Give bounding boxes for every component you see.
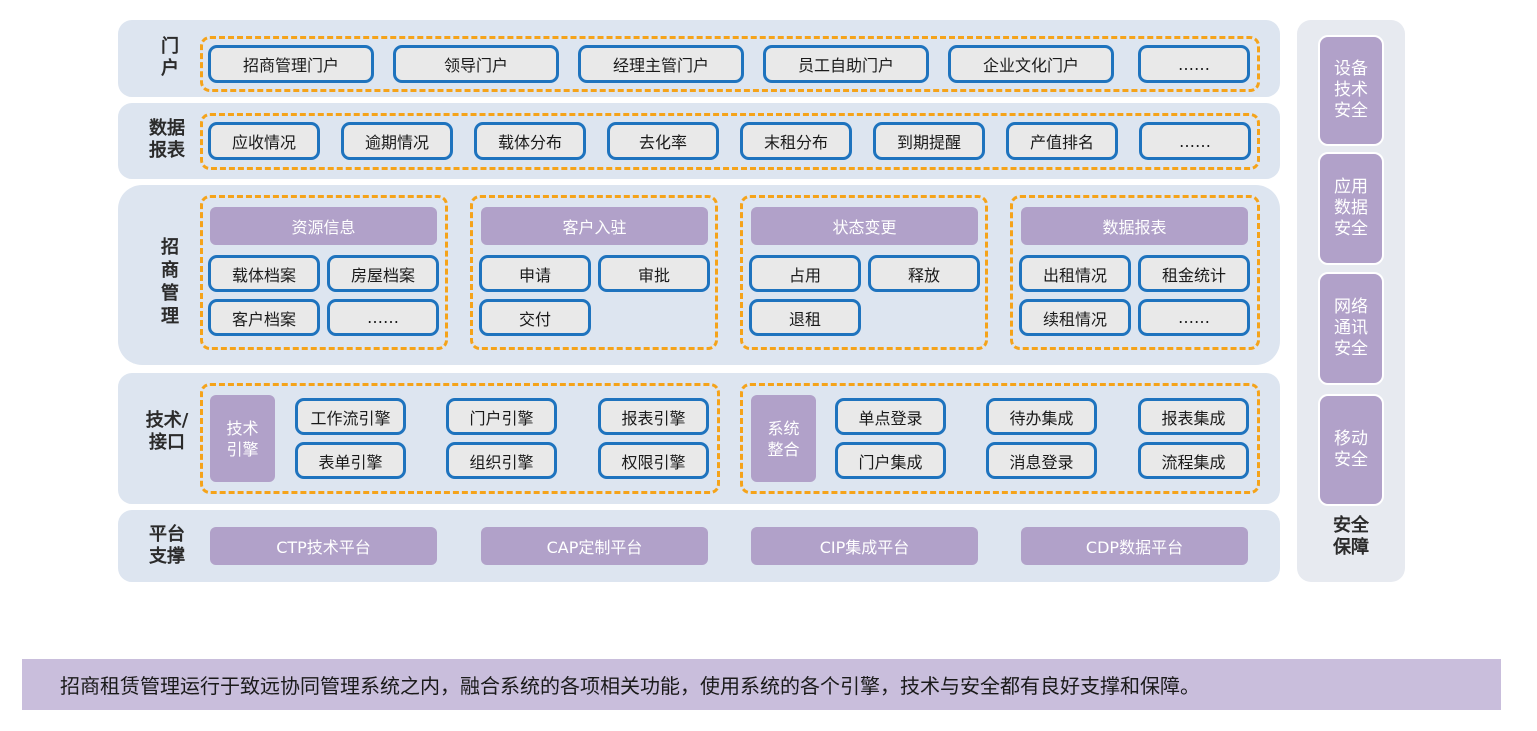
invest-group-resource (200, 195, 448, 350)
tech-item[interactable]: 表单引擎 (295, 442, 406, 479)
invest-item[interactable]: 释放 (868, 255, 980, 292)
report-dashed-group (200, 113, 1260, 170)
tech-item[interactable]: 消息登录 (986, 442, 1097, 479)
invest-group-report (1010, 195, 1260, 350)
platform-item[interactable]: CDP数据平台 (1021, 527, 1248, 565)
invest-group-title: 客户入驻 (481, 207, 708, 245)
security-item[interactable]: 网络 通讯 安全 (1318, 272, 1384, 385)
invest-item[interactable]: 租金统计 (1138, 255, 1250, 292)
security-item[interactable]: 应用 数据 安全 (1318, 152, 1384, 265)
invest-item[interactable]: 申请 (479, 255, 591, 292)
tech-item[interactable]: 门户引擎 (446, 398, 557, 435)
tech-item[interactable]: 流程集成 (1138, 442, 1249, 479)
caption-bar: 招商租赁管理运行于致远协同管理系统之内，融合系统的各项相关功能，使用系统的各个引… (22, 659, 1501, 710)
tech-item[interactable]: 单点登录 (835, 398, 946, 435)
report-item[interactable]: 应收情况 (208, 122, 320, 160)
security-label: 安全 保障 (1333, 515, 1369, 558)
invest-item[interactable]: 审批 (598, 255, 710, 292)
report-item[interactable]: 末租分布 (740, 122, 852, 160)
invest-group-checkin (470, 195, 718, 350)
tech-item[interactable]: 权限引擎 (598, 442, 709, 479)
tech-item[interactable]: 门户集成 (835, 442, 946, 479)
portal-row-label: 门 户 (161, 36, 179, 79)
invest-item[interactable]: 房屋档案 (327, 255, 439, 292)
platform-row-label: 平台 支撑 (149, 524, 185, 567)
report-item[interactable]: 到期提醒 (873, 122, 985, 160)
platform-item[interactable]: CTP技术平台 (210, 527, 437, 565)
invest-row-label: 招 商 管 理 (161, 237, 179, 327)
invest-group-status (740, 195, 988, 350)
invest-group-title: 数据报表 (1021, 207, 1248, 245)
report-item[interactable]: 逾期情况 (341, 122, 453, 160)
portal-item[interactable]: 招商管理门户 (208, 45, 374, 83)
tech-row-label: 技术/ 接口 (145, 410, 189, 453)
invest-group-title: 资源信息 (210, 207, 437, 245)
portal-item[interactable]: 领导门户 (393, 45, 559, 83)
security-item[interactable]: 移动 安全 (1318, 394, 1384, 506)
tech-item[interactable]: 待办集成 (986, 398, 1097, 435)
invest-item[interactable]: 出租情况 (1019, 255, 1131, 292)
report-item[interactable]: 去化率 (607, 122, 719, 160)
invest-item[interactable]: 退租 (749, 299, 861, 336)
portal-dashed-group (200, 36, 1260, 92)
tech-group-title: 技术 引擎 (210, 395, 275, 482)
caption-text: 招商租赁管理运行于致远协同管理系统之内，融合系统的各项相关功能，使用系统的各个引… (60, 674, 1200, 698)
invest-item[interactable]: 占用 (749, 255, 861, 292)
tech-item[interactable]: 报表引擎 (598, 398, 709, 435)
invest-item[interactable]: 客户档案 (208, 299, 320, 336)
tech-group-title: 系统 整合 (751, 395, 816, 482)
portal-item[interactable]: 经理主管门户 (578, 45, 744, 83)
report-item[interactable]: …… (1139, 122, 1251, 160)
report-row-label: 数据 报表 (149, 118, 185, 161)
tech-group-integration (740, 383, 1260, 494)
invest-item[interactable]: 续租情况 (1019, 299, 1131, 336)
platform-item[interactable]: CAP定制平台 (481, 527, 708, 565)
invest-item[interactable]: …… (327, 299, 439, 336)
security-item[interactable]: 设备 技术 安全 (1318, 35, 1384, 146)
portal-item[interactable]: 员工自助门户 (763, 45, 929, 83)
invest-item[interactable]: …… (1138, 299, 1250, 336)
tech-group-engines (200, 383, 720, 494)
report-item[interactable]: 载体分布 (474, 122, 586, 160)
portal-item[interactable]: 企业文化门户 (948, 45, 1114, 83)
platform-item[interactable]: CIP集成平台 (751, 527, 978, 565)
tech-item[interactable]: 报表集成 (1138, 398, 1249, 435)
invest-group-title: 状态变更 (751, 207, 978, 245)
invest-item[interactable]: 交付 (479, 299, 591, 336)
portal-item[interactable]: …… (1138, 45, 1250, 83)
report-item[interactable]: 产值排名 (1006, 122, 1118, 160)
tech-item[interactable]: 组织引擎 (446, 442, 557, 479)
tech-row (118, 373, 1280, 504)
invest-item[interactable]: 载体档案 (208, 255, 320, 292)
tech-item[interactable]: 工作流引擎 (295, 398, 406, 435)
